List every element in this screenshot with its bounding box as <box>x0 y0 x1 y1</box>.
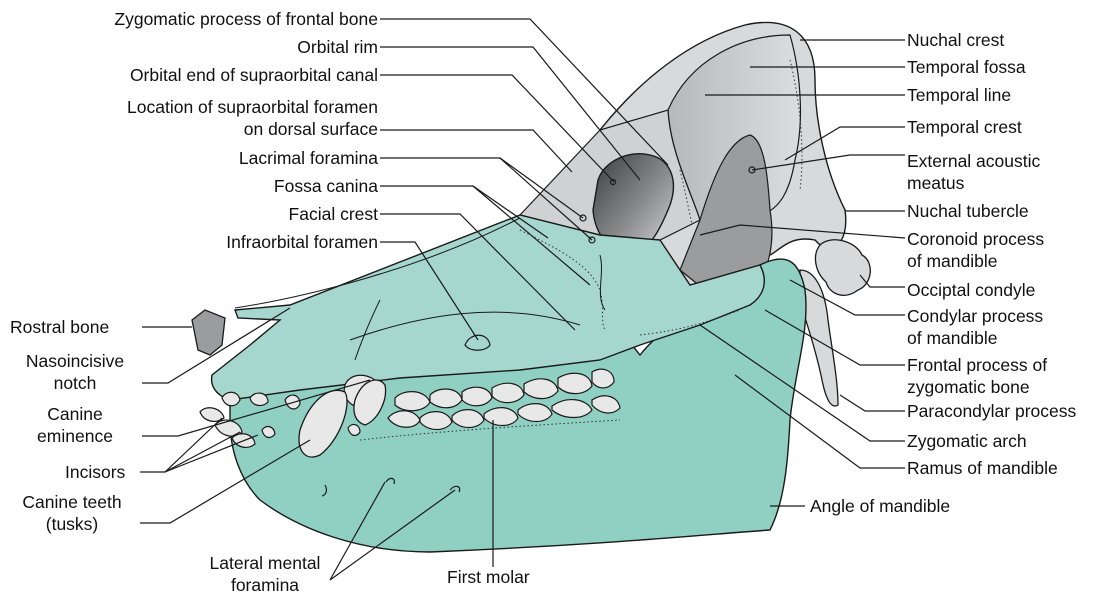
label-zygomatic-arch: Zygomatic arch <box>907 430 1027 452</box>
label-temporal-line: Temporal line <box>907 84 1011 106</box>
label-nuchal-crest: Nuchal crest <box>907 29 1004 51</box>
label-lateral-mental: Lateral mental foramina <box>195 552 335 595</box>
label-coronoid: Coronoid process of mandible <box>907 228 1044 272</box>
label-temporal-crest: Temporal crest <box>907 116 1022 138</box>
label-condylar: Condylar process of mandible <box>907 305 1043 349</box>
label-canine-eminence: Canine eminence <box>16 403 134 447</box>
label-supraorbital-foramen: Location of supraorbital foramen on dors… <box>127 96 378 140</box>
label-orbital-end: Orbital end of supraorbital canal <box>130 64 378 86</box>
label-angle-mandible: Angle of mandible <box>810 495 950 517</box>
label-paracondylar: Paracondylar process <box>907 400 1076 422</box>
label-external-acoustic: External acoustic meatus <box>907 150 1040 194</box>
label-nuchal-tubercle: Nuchal tubercle <box>907 200 1029 222</box>
label-nasoincisive: Nasoincisive notch <box>16 350 134 394</box>
label-occipital: Occiptal condyle <box>907 279 1035 301</box>
label-frontal-process: Frontal process of zygomatic bone <box>907 354 1047 398</box>
label-orbital-rim: Orbital rim <box>297 36 378 58</box>
label-temporal-fossa: Temporal fossa <box>907 56 1026 78</box>
label-rostral-bone: Rostral bone <box>10 316 109 338</box>
label-ramus: Ramus of mandible <box>907 457 1058 479</box>
label-lacrimal: Lacrimal foramina <box>239 147 378 169</box>
rostral-bone-shape <box>192 310 225 355</box>
label-incisors: Incisors <box>65 461 125 483</box>
label-fossa-canina: Fossa canina <box>274 175 378 197</box>
label-facial-crest: Facial crest <box>289 203 378 225</box>
occipital-condyle-shape <box>815 240 870 295</box>
label-first-molar: First molar <box>447 566 530 588</box>
label-zygomatic-process: Zygomatic process of frontal bone <box>114 8 378 30</box>
label-infraorbital: Infraorbital foramen <box>226 231 378 253</box>
label-canine-teeth: Canine teeth (tusks) <box>6 491 138 535</box>
